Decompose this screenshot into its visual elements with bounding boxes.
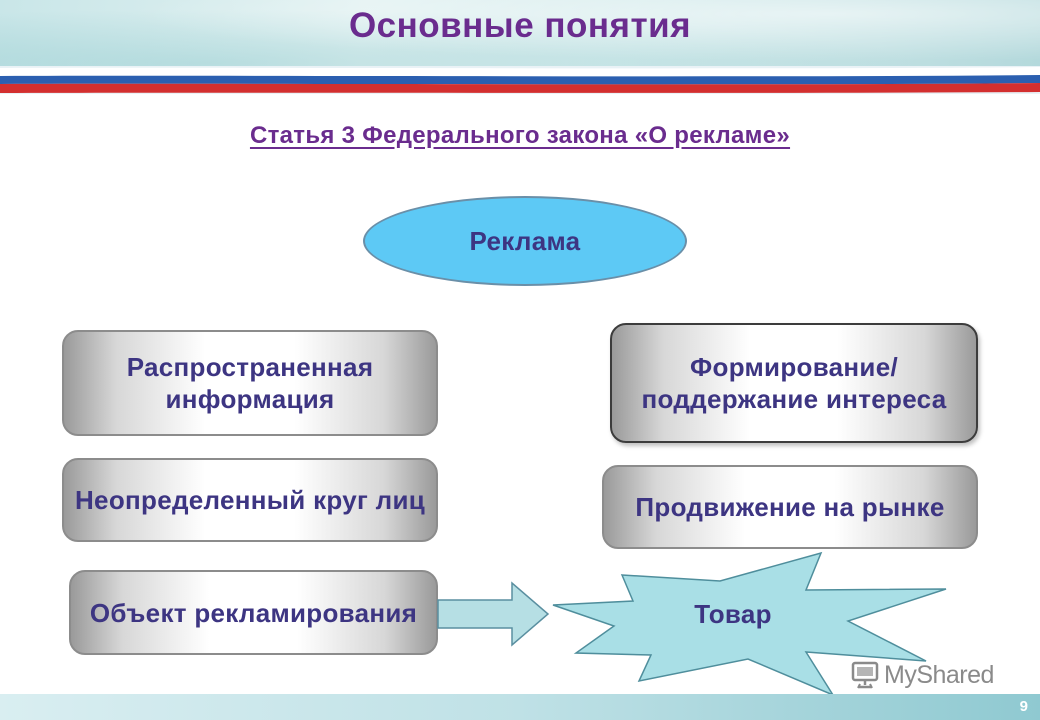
header-band — [0, 0, 1040, 70]
arrow-right-icon — [437, 581, 550, 647]
box-label: Объект рекламирования — [89, 597, 418, 628]
center-ellipse: Реклама — [363, 196, 687, 286]
myshared-logo[interactable]: MyShared — [850, 658, 994, 692]
page-number: 9 — [1019, 698, 1028, 715]
footer-band — [0, 694, 1040, 720]
slide-title: Основные понятия — [348, 6, 692, 45]
center-ellipse-label: Реклама — [469, 226, 581, 256]
box-distributed-information: Распространенная информация — [62, 330, 438, 436]
box-label: Формирование/ поддержание интереса — [641, 352, 947, 414]
projector-screen-icon — [851, 661, 879, 689]
box-indefinite-circle: Неопределенный круг лиц — [62, 458, 438, 542]
box-market-promotion: Продвижение на рынке — [602, 465, 978, 549]
logo-text: MyShared — [884, 660, 994, 689]
box-label: Распространенная информация — [126, 352, 374, 414]
box-forming-interest: Формирование/ поддержание интереса — [610, 323, 978, 443]
star-burst-label: Товар — [694, 599, 772, 629]
box-label: Неопределенный круг лиц — [74, 485, 426, 515]
tricolor-stripes — [0, 66, 1040, 94]
box-advertising-object: Объект рекламирования — [69, 570, 438, 655]
box-label: Продвижение на рынке — [635, 492, 945, 522]
star-burst-label-wrap: Товар — [648, 598, 818, 630]
slide-subtitle: Статья 3 Федерального закона «О рекламе» — [249, 122, 791, 149]
